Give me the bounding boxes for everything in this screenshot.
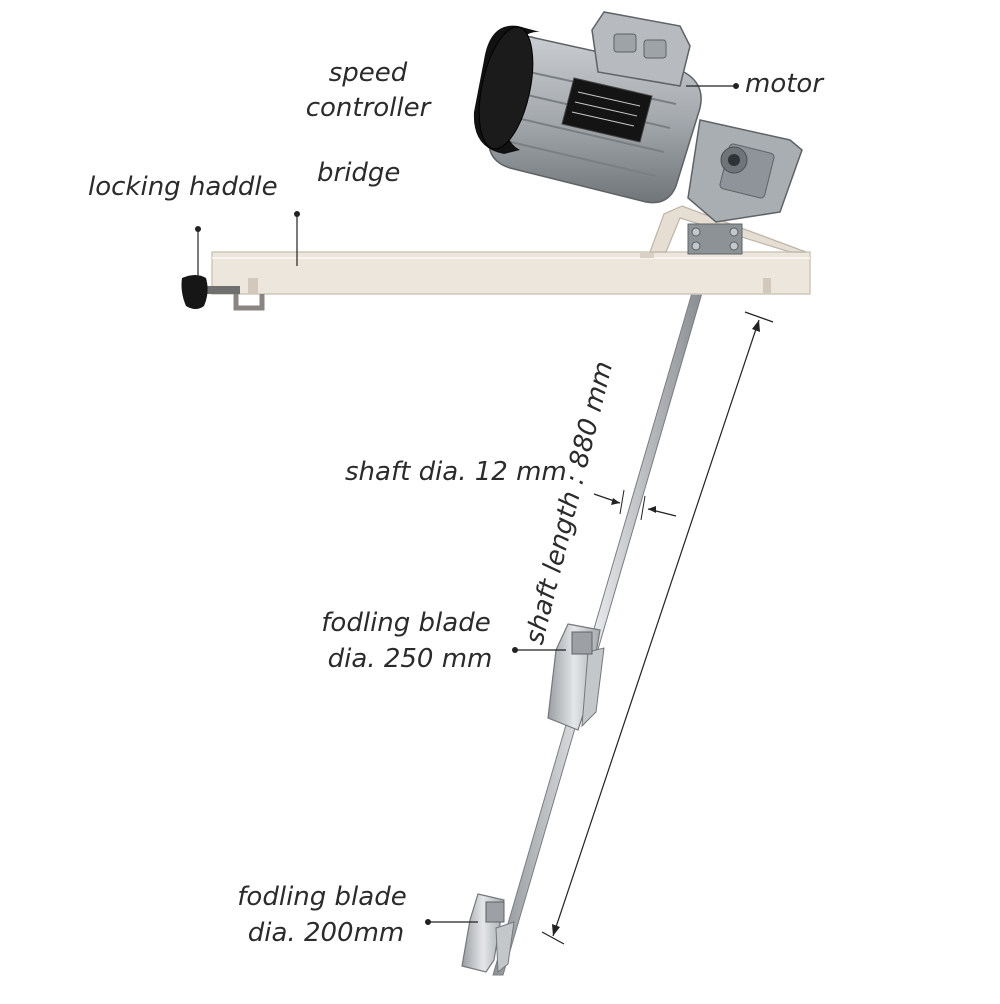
shaft-diameter-dimension (593, 489, 677, 521)
locking-handle-knob (181, 275, 240, 309)
lower-folding-blade (461, 893, 515, 974)
bridge-bar (211, 251, 811, 311)
motor-label: motor (745, 69, 824, 99)
shaft-diameter-label: shaft dia. 12 mm (345, 457, 567, 487)
leader-locking-handle (195, 226, 201, 278)
shaft-length-dimension (541, 311, 774, 945)
upper-blade-label-line1: fodling blade (321, 608, 491, 638)
upper-folding-blade (547, 623, 605, 731)
leader-lower-blade (425, 919, 478, 925)
leader-motor (686, 83, 739, 89)
speed-controller-label-line1: speed (328, 58, 408, 88)
lower-blade-label-line2: dia. 200mm (247, 918, 405, 948)
leader-bridge (294, 211, 300, 266)
mounting-bracket (649, 205, 807, 255)
upper-blade-label-line2: dia. 250 mm (327, 644, 493, 674)
speed-controller-label-line2: controller (305, 93, 431, 123)
leader-upper-blade (512, 647, 566, 653)
lower-blade-label-line1: fodling blade (237, 882, 407, 912)
locking-handle-label: locking haddle (88, 172, 278, 202)
motor (473, 11, 803, 223)
bridge-label: bridge (317, 158, 401, 188)
